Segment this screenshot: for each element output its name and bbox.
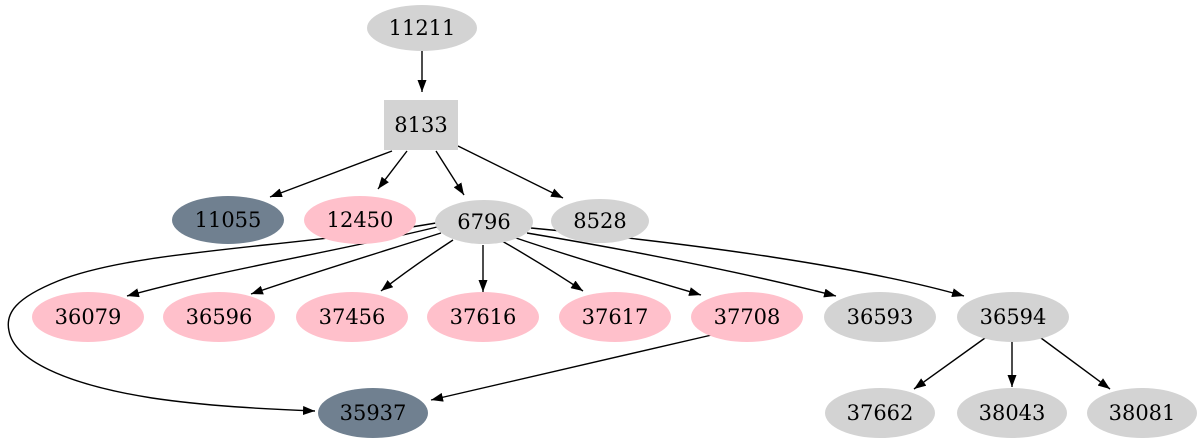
node-37617: 37617 — [559, 292, 671, 342]
edge-6796-37708 — [512, 236, 702, 296]
node-label-36594: 36594 — [980, 305, 1047, 329]
node-shape-37456 — [296, 292, 408, 342]
node-36079: 36079 — [32, 292, 144, 342]
node-label-36079: 36079 — [55, 305, 122, 329]
node-shape-11055 — [172, 196, 284, 244]
node-shape-35937 — [318, 388, 428, 438]
node-label-37708: 37708 — [714, 305, 781, 329]
edge-36594-38081 — [1040, 337, 1111, 390]
node-shape-8133 — [384, 100, 458, 150]
node-shape-38043 — [957, 388, 1067, 438]
node-37662: 37662 — [825, 388, 935, 438]
node-label-11211: 11211 — [389, 16, 456, 40]
node-shape-36079 — [32, 292, 144, 342]
node-36596: 36596 — [163, 292, 275, 342]
node-label-36596: 36596 — [186, 305, 253, 329]
node-36593: 36593 — [824, 292, 936, 342]
node-35937: 35937 — [318, 388, 428, 438]
edge-6796-36596 — [250, 232, 442, 295]
node-shape-36596 — [163, 292, 275, 342]
node-label-37616: 37616 — [450, 305, 517, 329]
node-label-11055: 11055 — [195, 208, 262, 232]
node-12450: 12450 — [304, 196, 416, 244]
node-label-12450: 12450 — [327, 208, 394, 232]
node-shape-6796 — [435, 200, 533, 244]
edge-37708-35937 — [430, 333, 717, 402]
edge-6796-35937 — [7, 222, 437, 416]
node-8528: 8528 — [551, 199, 649, 243]
node-shape-37708 — [691, 292, 803, 342]
node-shape-12450 — [304, 196, 416, 244]
node-shape-36593 — [824, 292, 936, 342]
node-label-37662: 37662 — [847, 401, 914, 425]
edge-8133-12450 — [377, 150, 408, 190]
node-shape-37616 — [427, 292, 539, 342]
node-38081: 38081 — [1087, 388, 1197, 438]
node-8133: 8133 — [384, 100, 458, 150]
node-38043: 38043 — [957, 388, 1067, 438]
edge-6796-37617 — [501, 240, 584, 292]
node-11055: 11055 — [172, 196, 284, 244]
node-label-8133: 8133 — [394, 113, 447, 137]
node-shape-38081 — [1087, 388, 1197, 438]
node-label-38081: 38081 — [1109, 401, 1176, 425]
node-36594: 36594 — [957, 292, 1069, 342]
node-37708: 37708 — [691, 292, 803, 342]
node-shape-37662 — [825, 388, 935, 438]
nodes-layer: 11211 8133 11055 12450 6796 8528 36079 36596 374… — [32, 5, 1197, 438]
node-label-35937: 35937 — [340, 401, 407, 425]
edge-8133-11055 — [269, 150, 393, 198]
node-37456: 37456 — [296, 292, 408, 342]
edge-6796-37456 — [380, 239, 454, 292]
node-label-6796: 6796 — [457, 210, 510, 234]
node-label-38043: 38043 — [979, 401, 1046, 425]
node-label-37617: 37617 — [582, 305, 649, 329]
node-shape-37617 — [559, 292, 671, 342]
node-label-37456: 37456 — [319, 305, 386, 329]
node-shape-36594 — [957, 292, 1069, 342]
node-11211: 11211 — [367, 5, 477, 51]
edge-8133-6796 — [435, 150, 465, 196]
edge-6796-36593 — [526, 232, 837, 298]
node-shape-11211 — [367, 5, 477, 51]
edge-8133-8528 — [457, 145, 564, 199]
node-37616: 37616 — [427, 292, 539, 342]
node-label-36593: 36593 — [847, 305, 914, 329]
edge-36594-37662 — [913, 337, 986, 390]
node-6796: 6796 — [435, 200, 533, 244]
node-shape-8528 — [551, 199, 649, 243]
node-label-8528: 8528 — [573, 209, 626, 233]
